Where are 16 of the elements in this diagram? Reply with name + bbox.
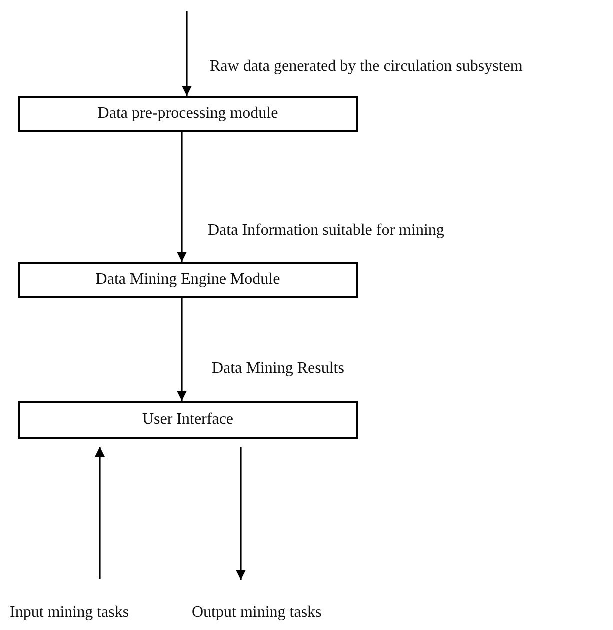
edge-label: Raw data generated by the circulation subsystem [208,58,525,76]
arrow [177,132,187,262]
box-label: User Interface [142,411,234,429]
edge-label: Data Information suitable for mining [206,222,446,240]
box-label: Data pre-processing module [98,105,278,123]
arrow [182,11,192,96]
process-box [18,262,358,298]
edge-label: Data Mining Results [210,360,346,378]
arrow [236,447,246,580]
arrow [95,447,105,579]
process-box [18,401,358,439]
arrow [177,298,187,401]
process-box [18,96,358,132]
text-label: Input mining tasks [8,604,132,622]
box-label: Data Mining Engine Module [96,271,280,289]
text-label: Output mining tasks [190,604,324,622]
